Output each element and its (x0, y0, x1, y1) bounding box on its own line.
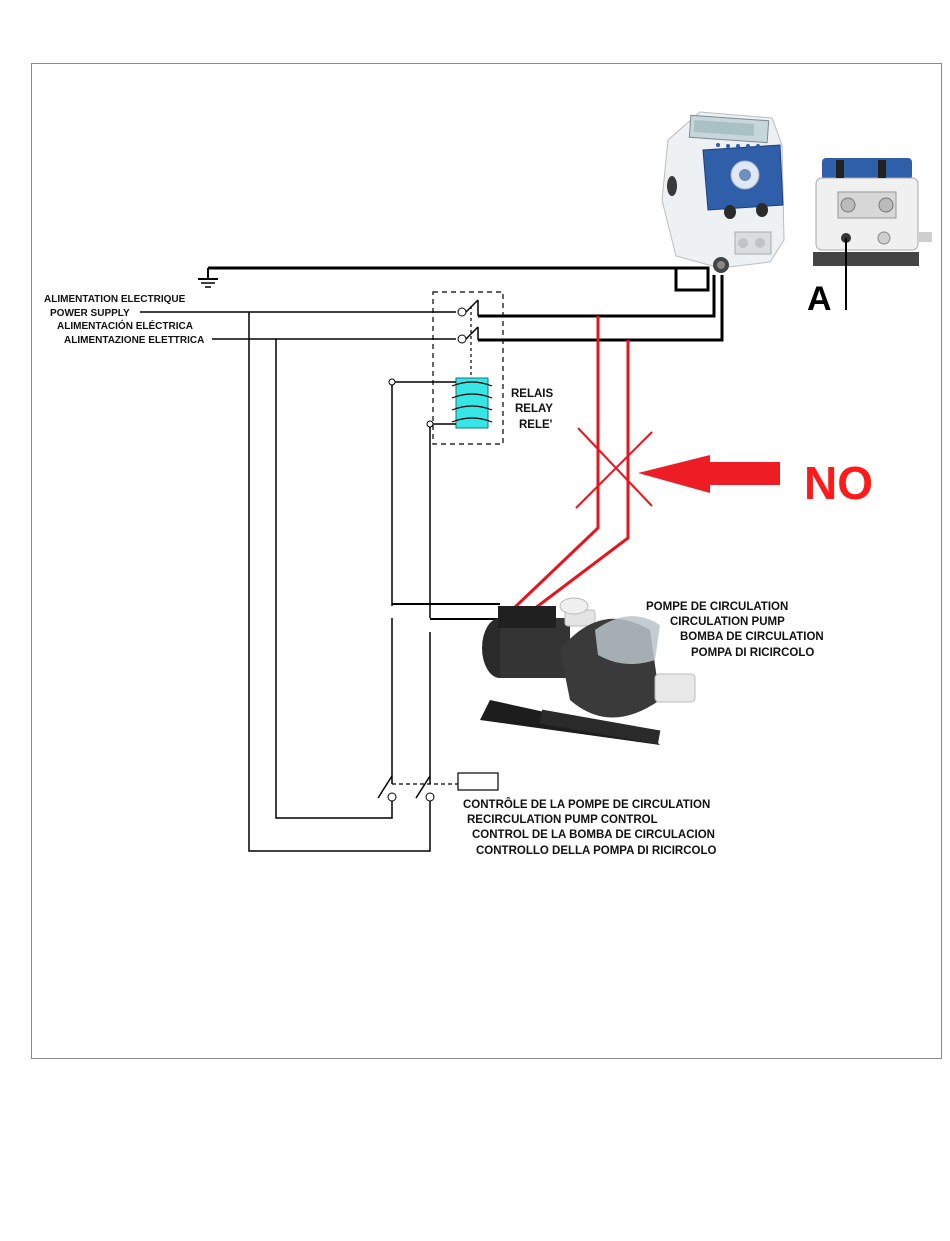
pump-control-label-it: CONTROLLO DELLA POMPA DI RICIRCOLO (476, 845, 716, 857)
power-supply-label-it: ALIMENTAZIONE ELETTRICA (64, 335, 204, 346)
pump-label-it: POMPA DI RICIRCOLO (691, 647, 814, 659)
power-supply-label-en: POWER SUPPLY (50, 308, 130, 319)
pump-label-fr: POMPE DE CIRCULATION (646, 601, 788, 613)
pump-control-switch (377, 618, 499, 802)
circulation-pump (392, 597, 696, 745)
ground-wire (198, 266, 710, 292)
relay (388, 291, 504, 618)
pump-control-label-es: CONTROL DE LA BOMBA DE CIRCULACION (472, 829, 715, 841)
power-supply-label-es: ALIMENTACIÓN ELÉCTRICA (57, 319, 193, 332)
pump-control-label-fr: CONTRÔLE DE LA POMPE DE CIRCULATION (463, 798, 710, 811)
relay-label-en: RELAY (515, 403, 553, 415)
pump-label-en: CIRCULATION PUMP (670, 616, 785, 628)
warning-arrow-icon (638, 455, 780, 493)
dosing-pump-controller (661, 111, 785, 273)
connector-label-a: A (807, 280, 832, 318)
diagram-frame (31, 63, 942, 1059)
power-supply-label-fr: ALIMENTATION ELECTRIQUE (44, 294, 186, 305)
relay-label-fr: RELAIS (511, 388, 554, 400)
power-supply-wires (140, 275, 724, 852)
pump-control-label-en: RECIRCULATION PUMP CONTROL (467, 814, 658, 826)
warning-no-label: NO (804, 457, 873, 509)
relay-label-es: RELE' (519, 419, 553, 431)
connector-detail-photo (813, 158, 932, 310)
pump-label-es: BOMBA DE CIRCULATION (680, 631, 824, 643)
incorrect-wiring (510, 316, 653, 614)
relay-coil (455, 377, 489, 429)
